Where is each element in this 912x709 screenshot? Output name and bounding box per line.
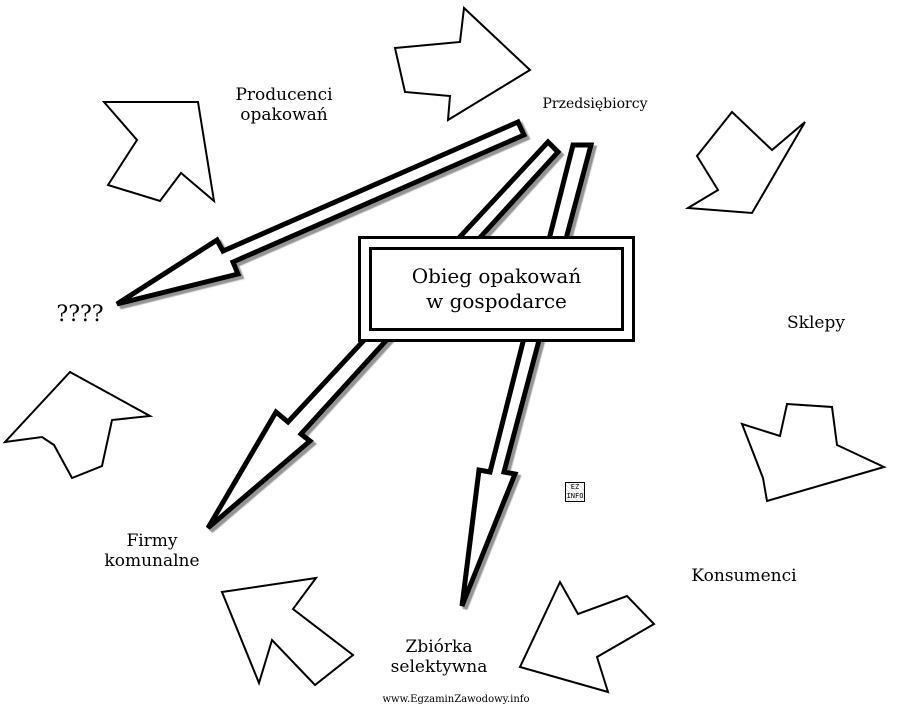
label-przedsiebiorcy: Przedsiębiorcy	[542, 96, 648, 112]
cycle-arrow-right-icon	[740, 402, 887, 503]
flow-arrow-to-unknown-icon	[115, 118, 528, 307]
ez-logo-line2: INFO	[566, 492, 584, 500]
cycle-arrow-top-icon	[393, 5, 532, 122]
label-unknown: ????	[56, 302, 104, 327]
center-box: Obieg opakowań w gospodarce	[358, 236, 635, 342]
label-zbiorka-line1: Zbiórka	[405, 637, 473, 657]
ez-info-logo: EZ INFO	[565, 482, 585, 502]
label-firmy-line1: Firmy	[126, 531, 178, 551]
label-zbiorka-line2: selektywna	[390, 657, 488, 678]
cycle-arrow-bottom-left-icon	[220, 576, 355, 687]
center-title-line1: Obieg opakowań	[411, 264, 582, 288]
label-konsumenci: Konsumenci	[691, 566, 797, 586]
ez-logo-line1: EZ	[570, 483, 580, 491]
label-sklepy: Sklepy	[787, 313, 845, 333]
center-title-line2: w gospodarce	[426, 289, 567, 313]
cycle-arrow-upper-right-icon	[684, 110, 806, 215]
label-zbiorka: Zbiórka selektywna	[377, 637, 501, 678]
cycle-arrow-left-icon	[2, 370, 154, 480]
label-firmy-line2: komunalne	[104, 551, 200, 572]
label-firmy: Firmy komunalne	[100, 531, 204, 572]
label-producenci-line2: opakowań	[240, 105, 328, 126]
label-producenci: Producenci opakowań	[224, 85, 344, 126]
watermark-text: www.EgzaminZawodowy.info	[382, 694, 530, 705]
cycle-arrow-upper-left-icon	[101, 101, 216, 204]
cycle-arrow-lower-right-icon	[518, 579, 656, 694]
center-box-inner: Obieg opakowań w gospodarce	[369, 247, 624, 331]
label-producenci-line1: Producenci	[235, 85, 333, 105]
